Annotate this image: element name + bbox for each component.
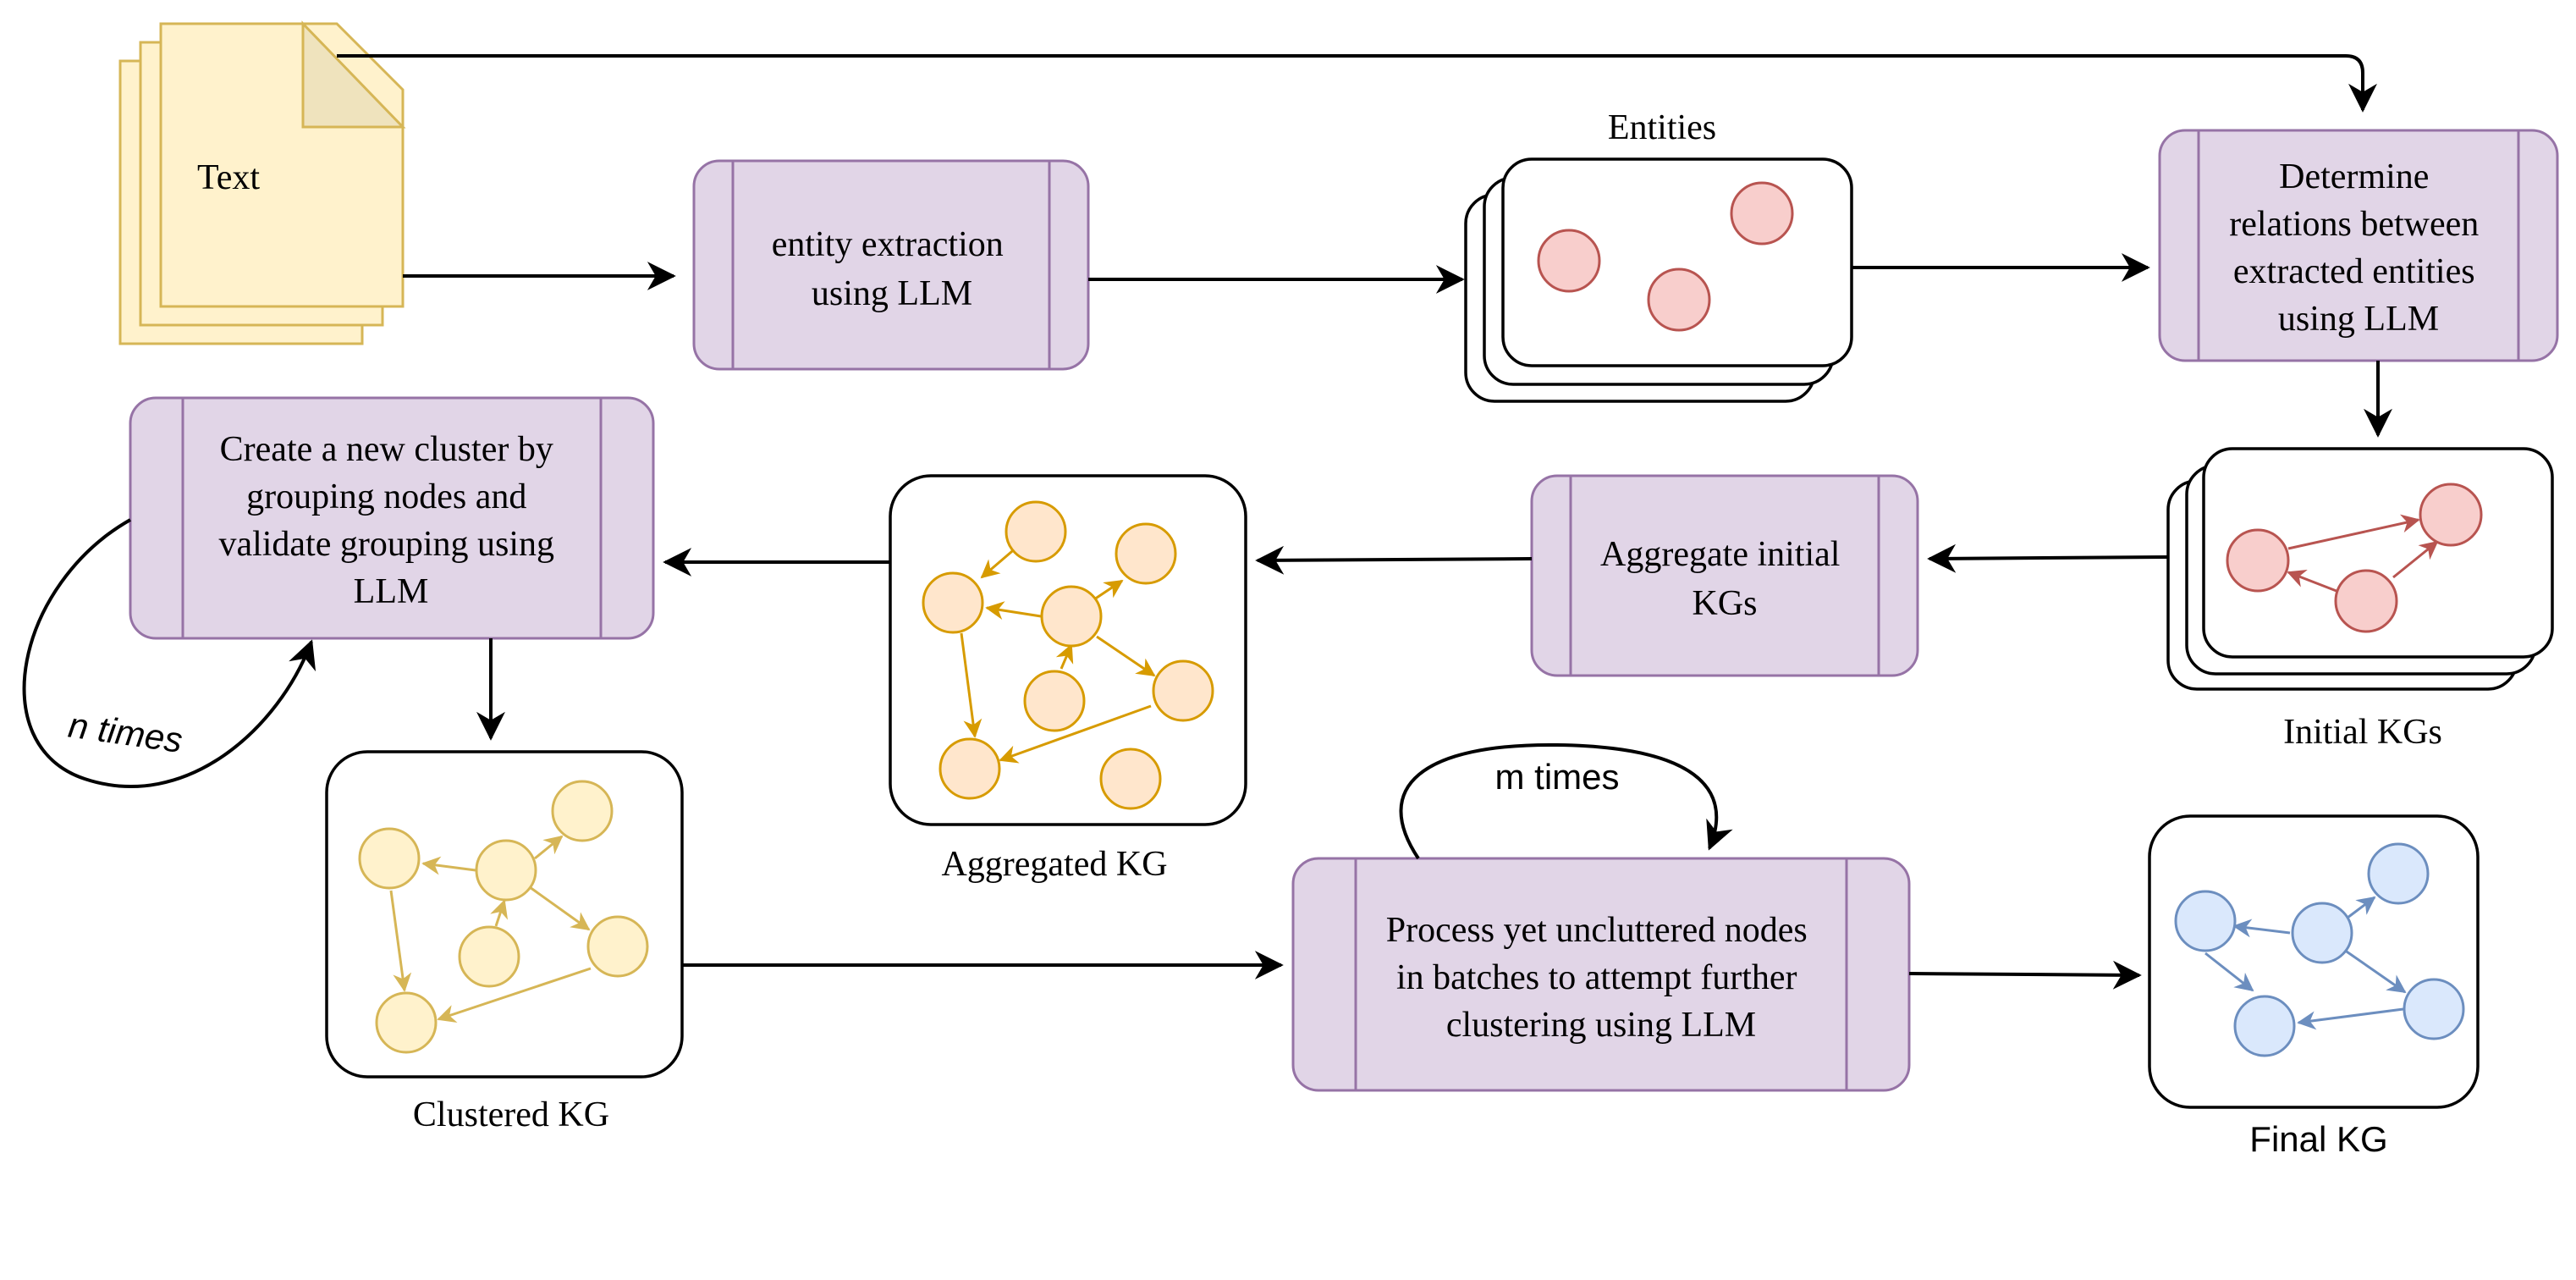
entity-node: [1537, 229, 1601, 293]
final-kg-graph: [2148, 814, 2480, 1109]
create-cluster-process: Create a new cluster by grouping nodes a…: [129, 396, 655, 640]
clustered-kg-node: [475, 839, 537, 902]
aggregated-kg-node: [1099, 748, 1162, 810]
aggregate-line-1: Aggregate initial: [1600, 535, 1840, 574]
aggregated-kg-label: Aggregated KG: [941, 845, 1167, 884]
entity-extraction-process: entity extraction using LLM: [692, 159, 1090, 371]
m-times-label: m times: [1495, 757, 1620, 797]
aggregated-kg-node: [1040, 585, 1103, 648]
initial-kgs-label: Initial KGs: [2283, 713, 2442, 752]
determine-relations-line-3: extracted entities: [2233, 252, 2475, 291]
aggregated-kg-node: [1115, 522, 1177, 585]
process-batches-line-3: clustering using LLM: [1446, 1006, 1756, 1045]
clustered-kg-graph: [325, 750, 684, 1079]
clustered-kg-node: [586, 915, 649, 978]
aggregated-kg-node: [1023, 670, 1086, 732]
clustered-kg-node: [551, 780, 614, 842]
final-kg-node: [2174, 890, 2237, 952]
entity-extraction-line-1: entity extraction: [772, 225, 1004, 264]
process-batches-line-1: Process yet uncluttered nodes: [1386, 911, 1808, 950]
initial-kg-node: [2419, 483, 2483, 547]
final-kg-node: [2367, 842, 2430, 905]
entity-node: [1647, 268, 1711, 332]
svg-text:Aggregate initial KGs: Aggregate initial KGs: [1600, 535, 1849, 623]
create-cluster-line-3: validate grouping using: [218, 525, 554, 564]
entity-node: [1730, 181, 1794, 246]
n-times-label: n times: [66, 705, 185, 760]
text-document-stack-icon: [118, 20, 406, 345]
aggregate-initial-kgs-process: Aggregate initial KGs: [1530, 474, 1919, 677]
clustered-kg-node: [375, 991, 438, 1054]
entities-label: Entities: [1608, 108, 1716, 147]
entity-extraction-line-2: using LLM: [812, 274, 972, 313]
create-cluster-line-2: grouping nodes and: [246, 477, 526, 516]
process-batches-line-2: in batches to attempt further: [1396, 958, 1797, 997]
create-cluster-line-4: LLM: [354, 572, 429, 611]
clustered-kg-node: [458, 925, 520, 988]
clustered-kg-node: [358, 827, 421, 890]
svg-text:Determine relations betw: Determine relations between extracted en…: [2229, 157, 2488, 339]
aggregated-kg-node: [922, 571, 984, 634]
text-document-label: Text: [197, 158, 260, 197]
aggregated-kg-graph: [889, 474, 1247, 826]
determine-relations-line-1: Determine: [2279, 157, 2429, 196]
initial-kg-node: [2226, 528, 2290, 593]
final-kg-node: [2403, 978, 2465, 1040]
process-batches-process: Process yet uncluttered nodes in batches…: [1291, 857, 1911, 1092]
initial-kgs-stack: [2166, 447, 2554, 691]
entities-stack: [1464, 157, 1853, 403]
aggregated-kg-node: [1152, 659, 1214, 722]
create-cluster-line-1: Create a new cluster by: [220, 430, 553, 469]
initial-kg-node: [2334, 569, 2398, 633]
determine-relations-line-2: relations between: [2229, 205, 2479, 244]
final-kg-node: [2291, 902, 2353, 964]
flow-arrow-text-to-relations: [337, 54, 2377, 113]
svg-text:entity extraction using: entity extraction using LLM: [772, 225, 1013, 313]
n-times-loop-arrow: [22, 518, 316, 789]
final-kg-node: [2233, 995, 2296, 1057]
determine-relations-line-4: using LLM: [2278, 300, 2439, 339]
flow-arrow-batches-to-final-kg: [1908, 960, 2142, 990]
svg-text:Process yet uncluttered nodes: Process yet uncluttered nodes in batches…: [1386, 911, 1817, 1045]
aggregate-line-2: KGs: [1692, 584, 1757, 623]
svg-text:Create a new cluster by: Create a new cluster by grouping nodes a…: [218, 430, 563, 611]
aggregated-kg-node: [938, 737, 1001, 800]
flow-arrow-initial-kgs-to-aggregate: [1927, 543, 2169, 573]
m-times-loop-arrow: [1399, 742, 1733, 860]
flow-arrow-aggregate-to-aggregated-kg: [1255, 545, 1533, 575]
clustered-kg-label: Clustered KG: [413, 1095, 609, 1134]
final-kg-label: Final KG: [2249, 1119, 2387, 1159]
aggregated-kg-node: [1005, 500, 1067, 563]
determine-relations-process: Determine relations between extracted en…: [2158, 129, 2559, 362]
